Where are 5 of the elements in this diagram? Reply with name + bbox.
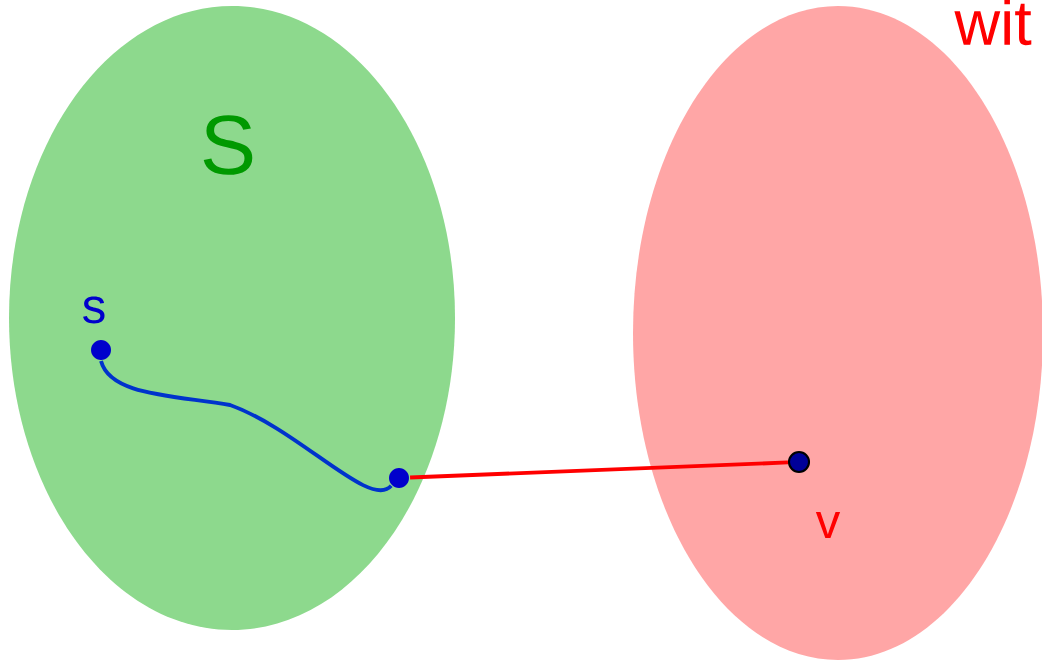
vertex-dot: [389, 468, 409, 488]
node-label: s: [83, 296, 105, 324]
path-curve: [99, 360, 393, 492]
edge-line: [409, 460, 789, 480]
node-label: v: [815, 512, 841, 538]
